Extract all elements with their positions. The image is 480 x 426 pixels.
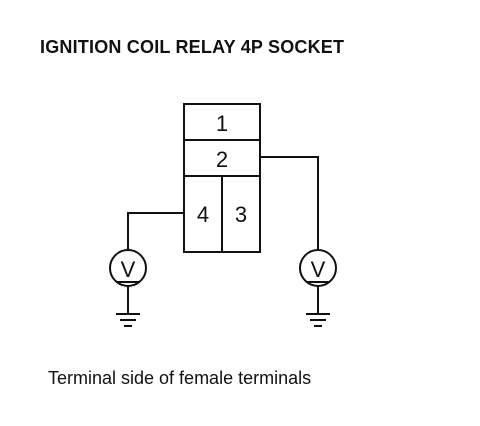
ground-icon bbox=[116, 286, 140, 327]
terminal-1-label: 1 bbox=[216, 111, 228, 136]
wire-terminal-4 bbox=[127, 212, 184, 250]
terminal-3-label: 3 bbox=[235, 202, 247, 227]
diagram-caption: Terminal side of female terminals bbox=[48, 368, 312, 388]
voltmeter-right: V bbox=[299, 249, 337, 287]
ground-icon bbox=[306, 286, 330, 327]
diagram-title: IGNITION COIL RELAY 4P SOCKET bbox=[40, 37, 345, 57]
connector-4p bbox=[183, 103, 261, 253]
voltmeter-symbol: V bbox=[311, 257, 326, 282]
voltmeter-left: V bbox=[109, 249, 147, 287]
terminal-4-label: 4 bbox=[197, 202, 209, 227]
terminal-2-label: 2 bbox=[216, 147, 228, 172]
voltmeter-symbol: V bbox=[121, 257, 136, 282]
wire-terminal-2 bbox=[260, 156, 319, 250]
